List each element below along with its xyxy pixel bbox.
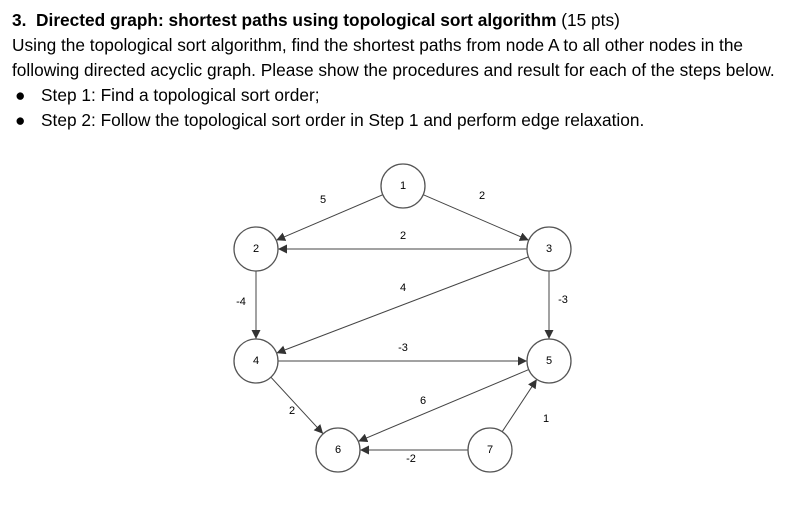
node-1: 1 — [380, 163, 426, 209]
node-circle — [526, 338, 572, 384]
edge-weight-7-to-6: -2 — [406, 453, 416, 465]
edge-5-to-6 — [358, 369, 529, 443]
edge-weight-3-to-5: -3 — [558, 294, 568, 306]
edge-weight-2-to-4: -4 — [236, 296, 246, 308]
edge-weight-3-to-2: 2 — [400, 230, 406, 242]
edge-7-to-5 — [501, 379, 538, 432]
question-number: 3. — [12, 10, 27, 30]
step-2: ● Step 2: Follow the topological sort ord… — [12, 108, 782, 133]
node-2: 2 — [233, 226, 279, 272]
node-7: 7 — [467, 427, 513, 473]
node-circle — [233, 226, 279, 272]
edge-weight-4-to-5: -3 — [398, 342, 408, 354]
node-circle — [526, 226, 572, 272]
node-circle — [233, 338, 279, 384]
question-title: Directed graph: shortest paths using top… — [36, 10, 557, 30]
nodes-layer: 1 2 3 4 5 6 7 — [233, 163, 572, 473]
node-circle — [315, 427, 361, 473]
edge-1-to-3 — [423, 194, 529, 241]
node-circle — [467, 427, 513, 473]
edge-weight-4-to-6: 2 — [289, 405, 295, 417]
bullet-icon: ● — [15, 85, 26, 105]
step-1: ● Step 1: Find a topological sort order; — [12, 83, 782, 108]
step-2-text: Step 2: Follow the topological sort orde… — [41, 110, 645, 130]
steps-list: ●Step 1: Find a topological sort order; … — [12, 83, 782, 133]
node-4: 4 — [233, 338, 279, 384]
node-label: 4 — [253, 355, 259, 367]
edge-1-to-2 — [276, 194, 383, 241]
question-heading: 3. Directed graph: shortest paths using … — [12, 8, 782, 33]
node-label: 2 — [253, 243, 259, 255]
edge-4-to-6 — [270, 376, 324, 435]
node-label: 3 — [546, 243, 552, 255]
node-5: 5 — [526, 338, 572, 384]
node-label: 6 — [335, 444, 341, 456]
edge-3-to-4 — [276, 256, 529, 355]
edges-layer: 5 2 2 -4 -3 4 -3 2 6 1 -2 — [236, 190, 568, 465]
bullet-icon: ● — [15, 110, 26, 130]
edge-weight-1-to-2: 5 — [320, 194, 326, 206]
question-points: (15 pts) — [561, 10, 620, 30]
step-1-text: Step 1: Find a topological sort order; — [41, 85, 320, 105]
node-label: 5 — [546, 355, 552, 367]
question-text: 3. Directed graph: shortest paths using … — [12, 8, 782, 133]
node-3: 3 — [526, 226, 572, 272]
node-6: 6 — [315, 427, 361, 473]
question-description: Using the topological sort algorithm, fi… — [12, 35, 775, 80]
node-label: 1 — [400, 180, 406, 192]
edge-weight-5-to-6: 6 — [420, 395, 426, 407]
node-circle — [380, 163, 426, 209]
edge-weight-7-to-5: 1 — [543, 413, 549, 425]
edge-weight-3-to-4: 4 — [400, 282, 406, 294]
node-label: 7 — [487, 444, 493, 456]
edge-weight-1-to-3: 2 — [479, 190, 485, 202]
